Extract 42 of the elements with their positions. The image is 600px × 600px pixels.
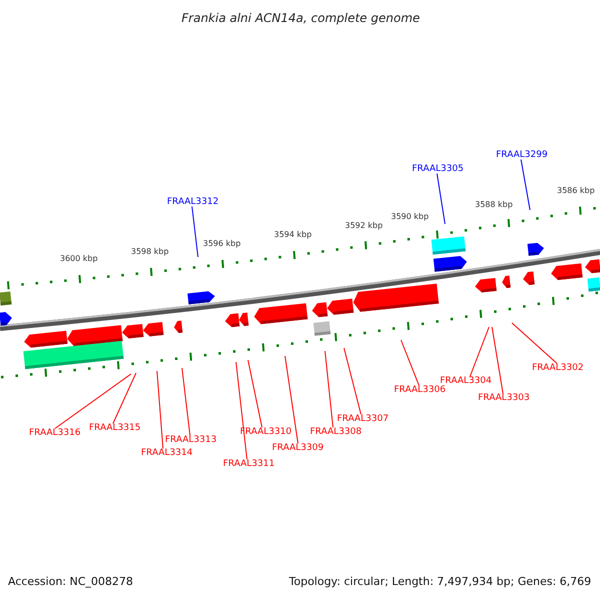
gene-label: FRAAL3299 (496, 150, 548, 160)
footer-text: Accession: NC_008278 (8, 576, 134, 586)
gene-label: FRAAL3307 (337, 414, 389, 424)
scale-label: 3586 kbp (557, 187, 595, 195)
leader-line (470, 326, 490, 377)
gene-label: FRAAL3308 (310, 428, 362, 436)
leader-line (520, 159, 530, 210)
scale-label: 3588 kbp (475, 201, 513, 209)
leader-line (436, 173, 446, 224)
scale-label: 3596 kbp (203, 240, 241, 248)
leader-line (284, 356, 298, 444)
gene-label: FRAAL3315 (89, 424, 141, 432)
scale-label: 3600 kbp (60, 255, 98, 263)
gene-label: FRAAL3306 (394, 386, 446, 394)
leader-line (236, 362, 248, 460)
leader-line (400, 340, 420, 386)
gene-label: FRAAL3313 (165, 436, 217, 444)
scale-label: 3594 kbp (274, 231, 312, 239)
gene-label: FRAAL3302 (532, 364, 584, 372)
leader-line (324, 350, 334, 428)
leader-line (112, 372, 136, 424)
leader-line (512, 322, 558, 364)
gene-label: FRAAL3311 (223, 460, 275, 468)
leader-line (192, 206, 198, 258)
footer-text: Topology: circular; Length: 7,497,934 bp; Genes: 6,769 (289, 576, 592, 586)
gene-label: FRAAL3316 (29, 428, 81, 438)
leader-line (492, 326, 504, 394)
leader-line (54, 374, 132, 429)
leader-line (182, 368, 190, 436)
gene-label: FRAAL3303 (478, 394, 530, 402)
leader-line (344, 348, 362, 415)
gene-label: FRAAL3305 (412, 164, 464, 174)
leader-line (248, 360, 262, 428)
gene-label: FRAAL3304 (440, 376, 492, 386)
leader-line (156, 370, 164, 449)
title: Frankia alni ACN14a, complete genome (182, 12, 420, 24)
gene-label: FRAAL3309 (272, 444, 324, 452)
scale-label: 3590 kbp (391, 213, 429, 221)
scale-label: 3592 kbp (345, 222, 383, 230)
gene-label: FRAAL3314 (141, 448, 193, 458)
gene-label: FRAAL3312 (167, 198, 219, 206)
scale-label: 3598 kbp (131, 248, 169, 256)
